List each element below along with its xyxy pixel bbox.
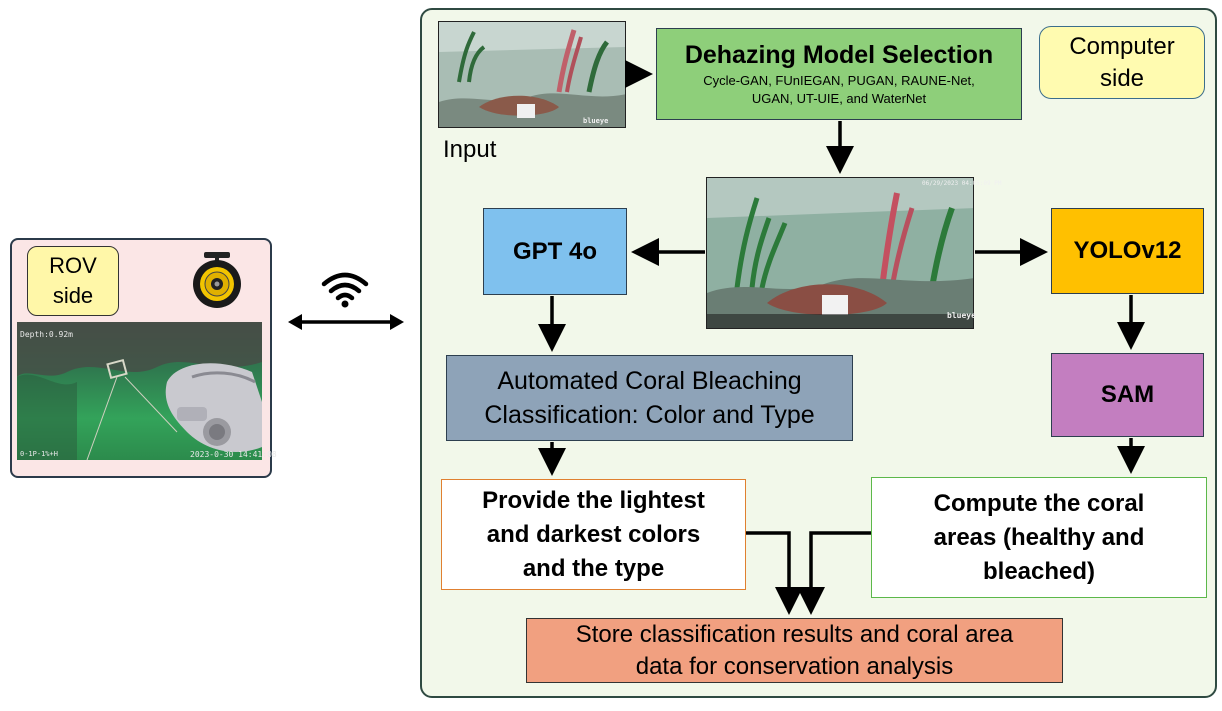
dehazed-image-brand: blueye: [947, 311, 976, 320]
store-results-box: Store classification results and coral a…: [526, 618, 1063, 683]
computer-side-label: Computer side: [1039, 26, 1205, 99]
dehazed-image-timestamp: 06/29/2023 04:05:09 PM: [922, 180, 1002, 187]
input-label: Input: [443, 136, 497, 163]
rov-footer-left-text: 0-1P-1%+H: [20, 450, 58, 458]
dehazing-title: Dehazing Model Selection: [684, 41, 994, 69]
input-image-brand: blueye: [583, 117, 609, 125]
yolov12-box: YOLOv12: [1051, 208, 1204, 294]
rov-timestamp: 2023-0-30 14:41:08: [190, 450, 277, 459]
wifi-icon: [321, 272, 369, 308]
sam-box: SAM: [1051, 353, 1204, 437]
rov-camera-image: [17, 322, 262, 460]
rov-side-label: ROV side: [27, 246, 119, 316]
bidirectional-arrow-icon: [288, 314, 404, 330]
tether-reel-icon: [193, 252, 241, 308]
dehazing-models-list: Cycle-GAN, FUnIEGAN, PUGAN, RAUNE-Net, U…: [703, 73, 975, 106]
rov-depth-readout: Depth:0.92m: [20, 330, 73, 339]
provide-colors-type-box: Provide the lightest and darkest colors …: [441, 479, 746, 590]
arrow-provide-to-store: [746, 531, 803, 615]
coral-bleaching-classification-box: Automated Coral Bleaching Classification…: [446, 355, 853, 441]
input-image: [438, 21, 626, 128]
dehazed-image: [706, 177, 974, 329]
gpt-4o-box: GPT 4o: [483, 208, 627, 295]
arrow-compute-to-store: [797, 531, 871, 615]
compute-coral-areas-box: Compute the coral areas (healthy and ble…: [871, 477, 1207, 598]
dehazing-model-selection-box: Dehazing Model Selection Cycle-GAN, FUnI…: [656, 28, 1022, 120]
